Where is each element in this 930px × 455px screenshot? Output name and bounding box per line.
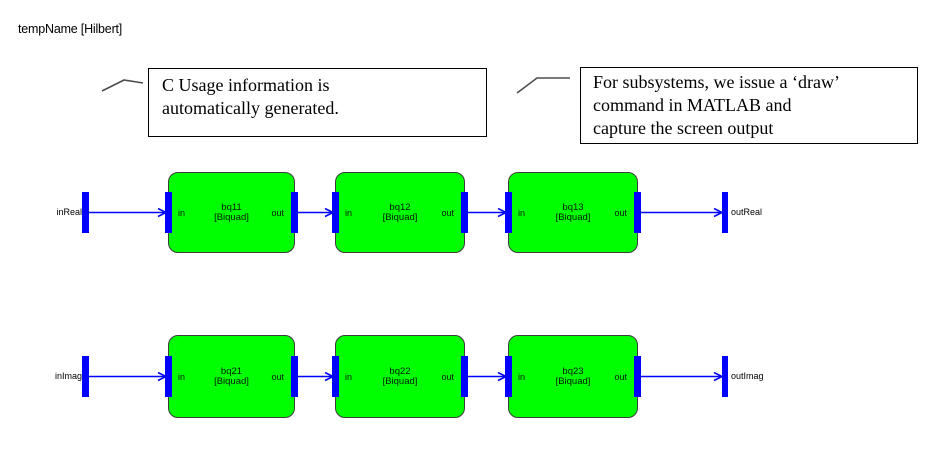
- model-title: tempName [Hilbert]: [18, 22, 123, 36]
- leader-line-2: [516, 77, 570, 94]
- port-label-out: out: [441, 371, 454, 382]
- block-outport-bar: [634, 192, 641, 233]
- port-label-in: in: [518, 207, 526, 218]
- block-name: bq21 [Biquad]: [214, 365, 249, 387]
- subsystem-block-bq23[interactable]: in bq23 [Biquad] out: [508, 335, 638, 418]
- port-label-out: out: [271, 371, 284, 382]
- block-name: bq13 [Biquad]: [555, 201, 591, 223]
- outport-label-outreal: outReal: [731, 207, 763, 217]
- subsystem-block-bq21[interactable]: in bq21 [Biquad] out: [168, 335, 295, 418]
- block-outport-bar: [461, 356, 468, 397]
- block-inport-bar: [505, 192, 512, 233]
- block-name: bq23 [Biquad]: [555, 365, 591, 387]
- block-name: bq12 [Biquad]: [382, 201, 418, 223]
- outport-label-outimag: outImag: [731, 371, 764, 381]
- outport-bar: [722, 192, 728, 233]
- port-label-out: out: [441, 207, 454, 218]
- port-label-out: out: [614, 207, 627, 218]
- block-inport-bar: [165, 192, 172, 233]
- leader-line-1: [101, 79, 144, 92]
- inport-bar: [82, 192, 89, 233]
- outport-bar: [722, 356, 728, 397]
- subsystem-block-bq11[interactable]: in bq11 [Biquad] out: [168, 172, 295, 253]
- block-outport-bar: [634, 356, 641, 397]
- port-label-out: out: [271, 207, 284, 218]
- block-name: bq22 [Biquad]: [382, 365, 418, 387]
- block-name: bq11 [Biquad]: [214, 201, 249, 223]
- inport-label-inreal: inReal: [56, 207, 82, 217]
- block-outport-bar: [291, 356, 298, 397]
- port-label-in: in: [345, 371, 353, 382]
- port-label-out: out: [614, 371, 627, 382]
- block-inport-bar: [332, 192, 339, 233]
- port-label-in: in: [178, 207, 186, 218]
- block-inport-bar: [332, 356, 339, 397]
- port-label-in: in: [345, 207, 353, 218]
- callout-subsystems: For subsystems, we issue a ‘draw’ comman…: [580, 67, 918, 144]
- inport-label-inimag: inImag: [54, 371, 82, 381]
- inport-bar: [82, 356, 89, 397]
- block-outport-bar: [291, 192, 298, 233]
- subsystem-block-bq13[interactable]: in bq13 [Biquad] out: [508, 172, 638, 253]
- subsystem-block-bq12[interactable]: in bq12 [Biquad] out: [335, 172, 465, 253]
- port-label-in: in: [178, 371, 186, 382]
- callout-c-usage: C Usage information is automatically gen…: [148, 68, 487, 137]
- subsystem-block-bq22[interactable]: in bq22 [Biquad] out: [335, 335, 465, 418]
- block-inport-bar: [505, 356, 512, 397]
- block-inport-bar: [165, 356, 172, 397]
- block-outport-bar: [461, 192, 468, 233]
- port-label-in: in: [518, 371, 526, 382]
